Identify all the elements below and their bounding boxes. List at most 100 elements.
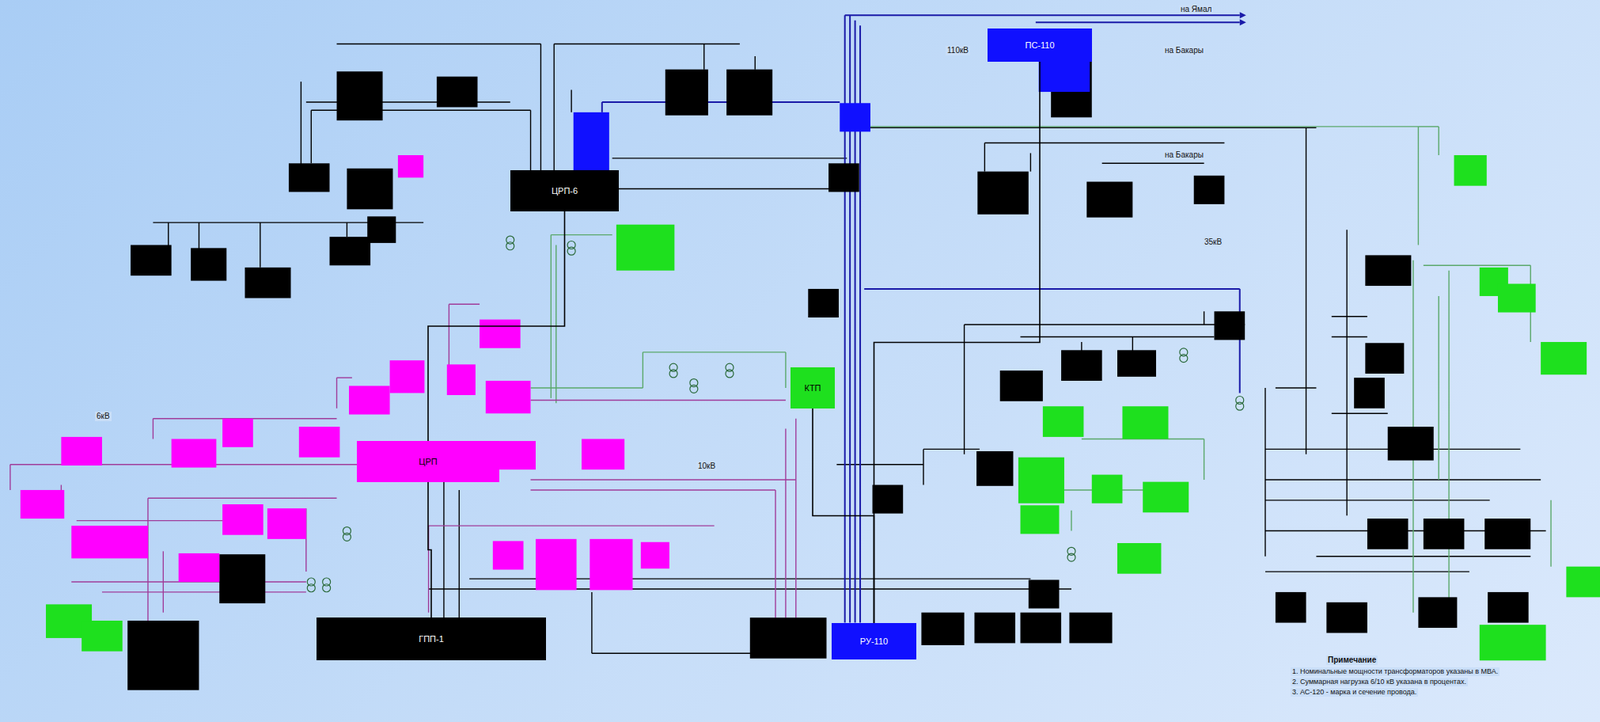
feeder-line bbox=[1305, 127, 1307, 455]
substation-block bbox=[1086, 181, 1133, 218]
feeder-line bbox=[1020, 336, 1215, 338]
feeder-connector bbox=[428, 481, 432, 618]
substation-block bbox=[447, 363, 476, 395]
feeder-line bbox=[864, 288, 1240, 290]
voltage-label: 10кВ bbox=[696, 461, 717, 471]
substation-block bbox=[589, 538, 633, 590]
voltage-label: 35кВ bbox=[1202, 237, 1224, 247]
feeder-line bbox=[1423, 265, 1531, 266]
substation-block bbox=[872, 485, 904, 514]
feeder-line bbox=[784, 428, 786, 619]
feeder-line bbox=[1418, 125, 1439, 127]
voltage-label: на Бакары bbox=[1163, 150, 1206, 160]
transformer-symbol bbox=[725, 369, 734, 378]
transformer-symbol bbox=[1179, 354, 1188, 363]
feeder-line bbox=[1331, 413, 1388, 414]
substation-block bbox=[267, 508, 307, 539]
substation-block bbox=[367, 216, 396, 243]
substation-block bbox=[1042, 405, 1085, 437]
substation-block bbox=[1018, 457, 1065, 504]
feeder-line bbox=[963, 324, 965, 455]
substation-block bbox=[665, 69, 709, 116]
substation-block bbox=[348, 385, 391, 414]
substation-block bbox=[535, 538, 577, 590]
substation-block bbox=[750, 617, 827, 659]
feeder-line bbox=[147, 497, 338, 499]
substation-block bbox=[288, 163, 330, 192]
substation-block bbox=[1479, 624, 1547, 660]
feeder-line bbox=[1239, 288, 1241, 394]
feeder-line bbox=[530, 489, 776, 490]
feeder-line bbox=[1315, 555, 1531, 557]
substation-block bbox=[222, 418, 254, 448]
substation-block bbox=[1484, 518, 1531, 550]
substation-block bbox=[130, 244, 172, 276]
substation-block bbox=[1540, 341, 1587, 375]
substation-block bbox=[640, 542, 670, 569]
substation-block bbox=[219, 553, 266, 603]
feeder-line bbox=[1345, 229, 1347, 516]
feeder-line bbox=[1275, 386, 1317, 388]
substation-block bbox=[1117, 542, 1161, 574]
substation-block bbox=[1020, 504, 1060, 534]
feeder-line bbox=[984, 143, 986, 172]
note-text: 1. Номинальные мощности трансформаторов … bbox=[1290, 667, 1500, 676]
feeder-line bbox=[448, 303, 450, 365]
feeder-line bbox=[337, 43, 542, 45]
feeder-line bbox=[784, 352, 786, 388]
feeder-line bbox=[964, 323, 1246, 325]
feeder-line bbox=[428, 524, 715, 526]
feeder-line bbox=[198, 222, 200, 251]
feeder-line bbox=[152, 418, 154, 440]
substation-block bbox=[390, 360, 425, 393]
substation-box: КТП bbox=[790, 367, 835, 409]
transformer-symbol bbox=[690, 384, 698, 393]
feeder-line bbox=[1265, 478, 1541, 480]
feeder-line bbox=[550, 235, 552, 399]
feeder-line bbox=[1203, 438, 1205, 480]
substation-block bbox=[71, 525, 148, 558]
feeder-line bbox=[553, 43, 740, 45]
substation-block bbox=[1367, 518, 1409, 550]
feeder-line bbox=[76, 519, 236, 521]
feeder-line bbox=[530, 478, 797, 480]
substation-box: ЦРП-6 bbox=[510, 170, 619, 212]
feeder-line bbox=[1550, 500, 1551, 567]
feeder-line bbox=[1030, 152, 1032, 171]
substation-block bbox=[222, 504, 264, 535]
feeder-line bbox=[602, 101, 840, 103]
feeder-line bbox=[310, 109, 312, 164]
feeder-line bbox=[443, 479, 444, 618]
substation-block bbox=[485, 380, 531, 414]
feeder-line bbox=[845, 14, 1240, 16]
feeder-line bbox=[618, 188, 832, 190]
substation-block bbox=[1353, 377, 1385, 409]
substation-block bbox=[492, 540, 524, 569]
substation-block bbox=[1214, 310, 1246, 340]
feeder-line bbox=[1102, 163, 1205, 164]
substation-block bbox=[244, 267, 291, 299]
feeder-line bbox=[1331, 336, 1368, 338]
substation-block bbox=[171, 438, 217, 467]
substation-block bbox=[60, 436, 103, 466]
feeder-line bbox=[754, 56, 756, 70]
substation-block bbox=[1423, 518, 1465, 550]
feeder-connector bbox=[812, 408, 875, 623]
feeder-line bbox=[774, 489, 776, 618]
substation-block bbox=[1091, 474, 1123, 504]
feeder-line bbox=[591, 652, 755, 654]
node-label: ПС-110 bbox=[1024, 40, 1055, 50]
substation-block bbox=[329, 236, 372, 266]
feeder-line bbox=[1418, 126, 1419, 246]
substation-block bbox=[581, 438, 625, 470]
node-label: ЦРП bbox=[418, 456, 437, 467]
substation-block bbox=[479, 319, 521, 349]
feeder-line bbox=[570, 89, 572, 112]
substation-block bbox=[1122, 405, 1168, 439]
arrow-head bbox=[1239, 11, 1247, 19]
feeder-line bbox=[1437, 126, 1439, 156]
feeder-line bbox=[102, 591, 307, 592]
transformer-symbol bbox=[322, 583, 331, 592]
feeder-line bbox=[428, 587, 1072, 589]
